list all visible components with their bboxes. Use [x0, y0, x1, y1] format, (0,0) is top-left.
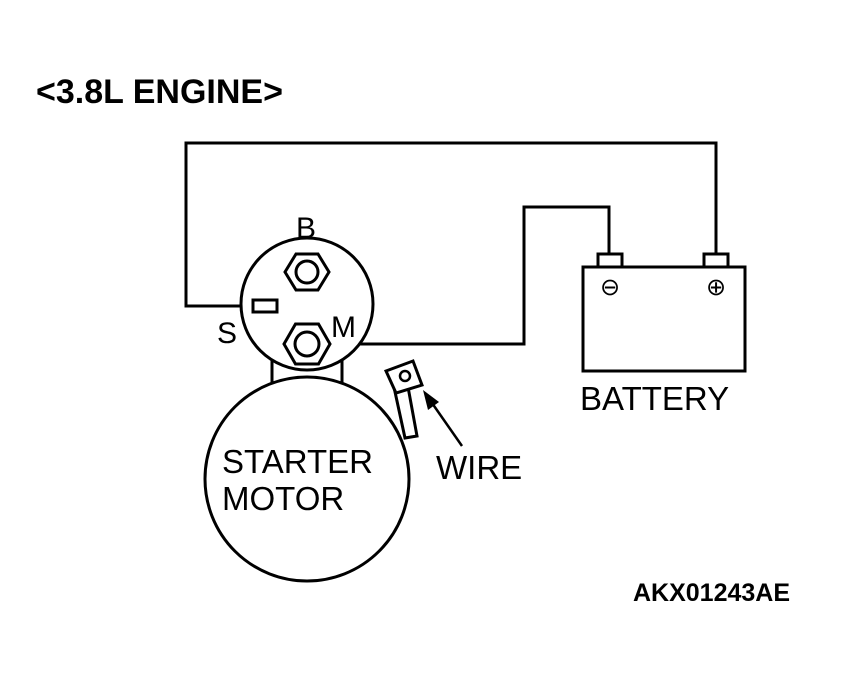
solenoid-head — [239, 236, 375, 372]
starter-motor-label-line1: STARTER — [222, 443, 373, 480]
battery-label: BATTERY — [580, 380, 729, 417]
terminal-b-nut — [283, 252, 331, 292]
wire-m-to-battery-negative — [353, 205, 611, 346]
terminal-m-label: M — [331, 311, 356, 344]
diagram-title: <3.8L ENGINE> — [36, 73, 283, 111]
figure-code: AKX01243AE — [633, 579, 790, 607]
battery-negative-post — [596, 252, 624, 269]
battery-positive-post — [702, 252, 730, 269]
battery-negative-symbol: ⊖ — [600, 274, 620, 301]
terminal-s-label: S — [217, 317, 237, 350]
battery-positive-symbol: ⊕ — [706, 274, 726, 301]
wire-label: WIRE — [436, 449, 522, 486]
terminal-s-spade — [251, 298, 279, 314]
terminal-b-label: B — [296, 212, 316, 245]
battery-body — [581, 265, 747, 373]
battery — [581, 252, 747, 373]
ground-wire-strap — [383, 359, 424, 440]
starter-motor-body — [203, 375, 411, 583]
terminal-m-nut — [282, 322, 332, 366]
wire-pointer-arrow — [423, 390, 464, 447]
starter-motor-label-line2: MOTOR — [222, 480, 344, 517]
wire-s-to-battery-positive — [184, 141, 718, 308]
